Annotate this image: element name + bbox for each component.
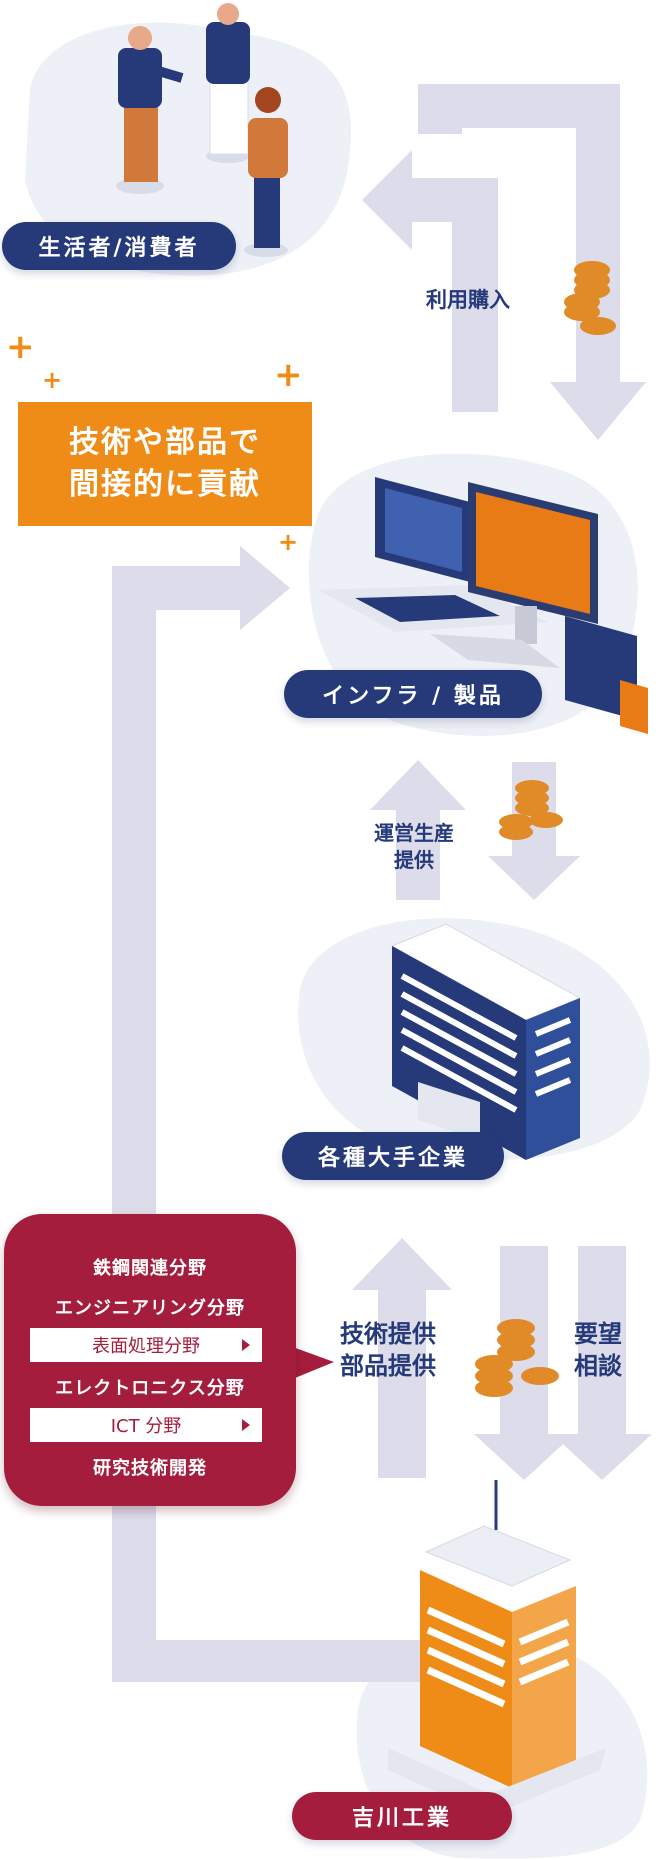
field-research: 研究技術開発: [93, 1458, 207, 1479]
field-steel: 鉄鋼関連分野: [93, 1258, 207, 1279]
contribution-box: 技術や部品で 間接的に貢献: [18, 402, 312, 526]
infrastructure-label: インフラ / 製品: [284, 670, 542, 718]
coins-icon-operation: [499, 780, 563, 840]
consumers-label: 生活者/消費者: [2, 222, 236, 270]
field-ict-label: ICT 分野: [110, 1416, 182, 1437]
request-flow-label: 要望 相談: [574, 1318, 622, 1383]
field-surface-treatment-link[interactable]: 表面処理分野: [30, 1328, 262, 1362]
technology-flow-line2: 部品提供: [340, 1352, 436, 1381]
field-ict-link[interactable]: ICT 分野: [30, 1408, 262, 1442]
purchase-flow-label: 利用購入: [426, 288, 510, 312]
sparkle-icon: +: [274, 355, 303, 395]
request-flow-line2: 相談: [574, 1352, 622, 1381]
sparkle-icon: +: [278, 528, 299, 556]
people-illustration: [116, 3, 288, 257]
sparkle-icon: +: [42, 366, 63, 394]
contribution-line1: 技術や部品で: [69, 425, 261, 460]
yoshikawa-building-illustration: [388, 1480, 606, 1816]
yoshikawa-label: 吉川工業: [292, 1792, 512, 1840]
enterprises-label: 各種大手企業: [282, 1132, 504, 1180]
technology-flow-label: 技術提供 部品提供: [340, 1318, 436, 1383]
enterprise-building-illustration: [390, 923, 582, 1160]
operation-flow-label: 運営生産 提供: [374, 820, 454, 874]
request-flow-line1: 要望: [574, 1320, 622, 1348]
field-electronics: エレクトロニクス分野: [55, 1378, 245, 1399]
chevron-right-icon: [242, 1339, 250, 1351]
computers-illustration: [318, 477, 648, 734]
coins-icon-purchase: [564, 261, 616, 335]
fields-panel-pointer: [290, 1346, 334, 1380]
sparkle-icon: +: [6, 327, 35, 367]
operation-flow-line2: 提供: [394, 848, 434, 872]
contribution-line2: 間接的に貢献: [69, 467, 261, 502]
business-fields-panel: 鉄鋼関連分野 エンジニアリング分野 表面処理分野 エレクトロニクス分野 ICT …: [4, 1214, 296, 1506]
field-engineering: エンジニアリング分野: [55, 1298, 245, 1319]
technology-flow-line1: 技術提供: [340, 1320, 436, 1348]
chevron-right-icon: [242, 1419, 250, 1431]
operation-flow-line1: 運営生産: [374, 821, 454, 845]
field-surface-treatment-label: 表面処理分野: [92, 1336, 200, 1357]
coins-icon-technology: [475, 1319, 559, 1397]
purchase-flow-arrows: [362, 84, 646, 440]
